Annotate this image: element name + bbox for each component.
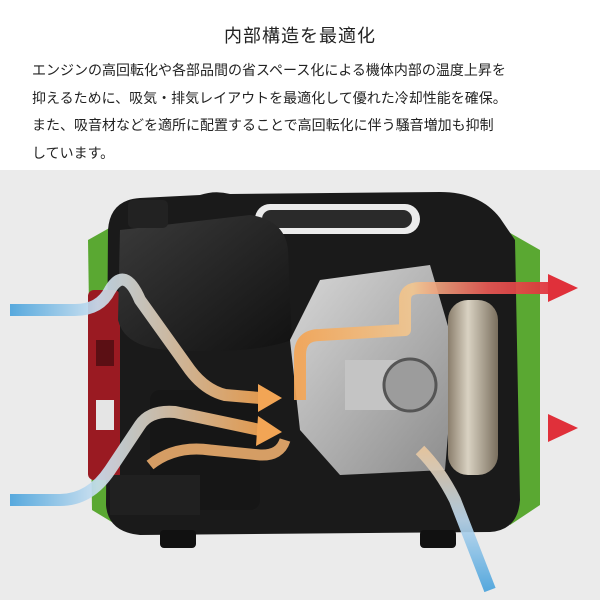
airflow-middle-exhaust-arrowhead bbox=[548, 414, 578, 442]
control-panel-detail bbox=[96, 340, 114, 366]
control-panel-socket bbox=[96, 400, 114, 430]
fuel-cap bbox=[128, 200, 168, 228]
carry-handle-grip bbox=[262, 210, 412, 228]
heading-block: 内部構造を最適化 エンジンの高回転化や各部品間の省スペース化による機体内部の温度… bbox=[0, 0, 600, 170]
description-line-2: 抑えるために、吸気・排気レイアウトを最適化して優れた冷却性能を確保。 bbox=[32, 90, 507, 107]
fuel-tank bbox=[118, 215, 292, 352]
airflow-upper-intake-arrowhead bbox=[258, 384, 282, 412]
airflow-upper-exhaust bbox=[294, 282, 550, 400]
description-line-3: また、吸音材などを適所に配置することで高回転化に伴う騒音増加も抑制 bbox=[32, 118, 494, 134]
page-title: 内部構造を最適化 bbox=[224, 26, 376, 47]
foot-right bbox=[420, 530, 456, 548]
intake-duct bbox=[110, 475, 200, 515]
description-line-1: エンジンの高回転化や各部品間の省スペース化による機体内部の温度上昇を bbox=[32, 63, 506, 79]
foot-left bbox=[160, 530, 196, 548]
airflow-upper-exhaust-arrowhead bbox=[548, 274, 578, 302]
cutaway-figure bbox=[0, 170, 600, 600]
airflow-downward-outlet bbox=[415, 445, 496, 593]
airflow-middle-loop bbox=[146, 437, 291, 470]
muffler bbox=[448, 300, 498, 475]
generator-cutaway-diagram bbox=[10, 192, 578, 593]
flywheel bbox=[382, 357, 438, 413]
airflow-lower-intake-arrowhead bbox=[256, 416, 282, 446]
airflow-upper-intake bbox=[10, 273, 261, 404]
control-panel bbox=[88, 290, 120, 480]
description: エンジンの高回転化や各部品間の省スペース化による機体内部の温度上昇を 抑えるため… bbox=[32, 58, 577, 168]
airflow-lower-intake bbox=[10, 405, 262, 506]
description-line-4: しています。 bbox=[32, 145, 115, 162]
